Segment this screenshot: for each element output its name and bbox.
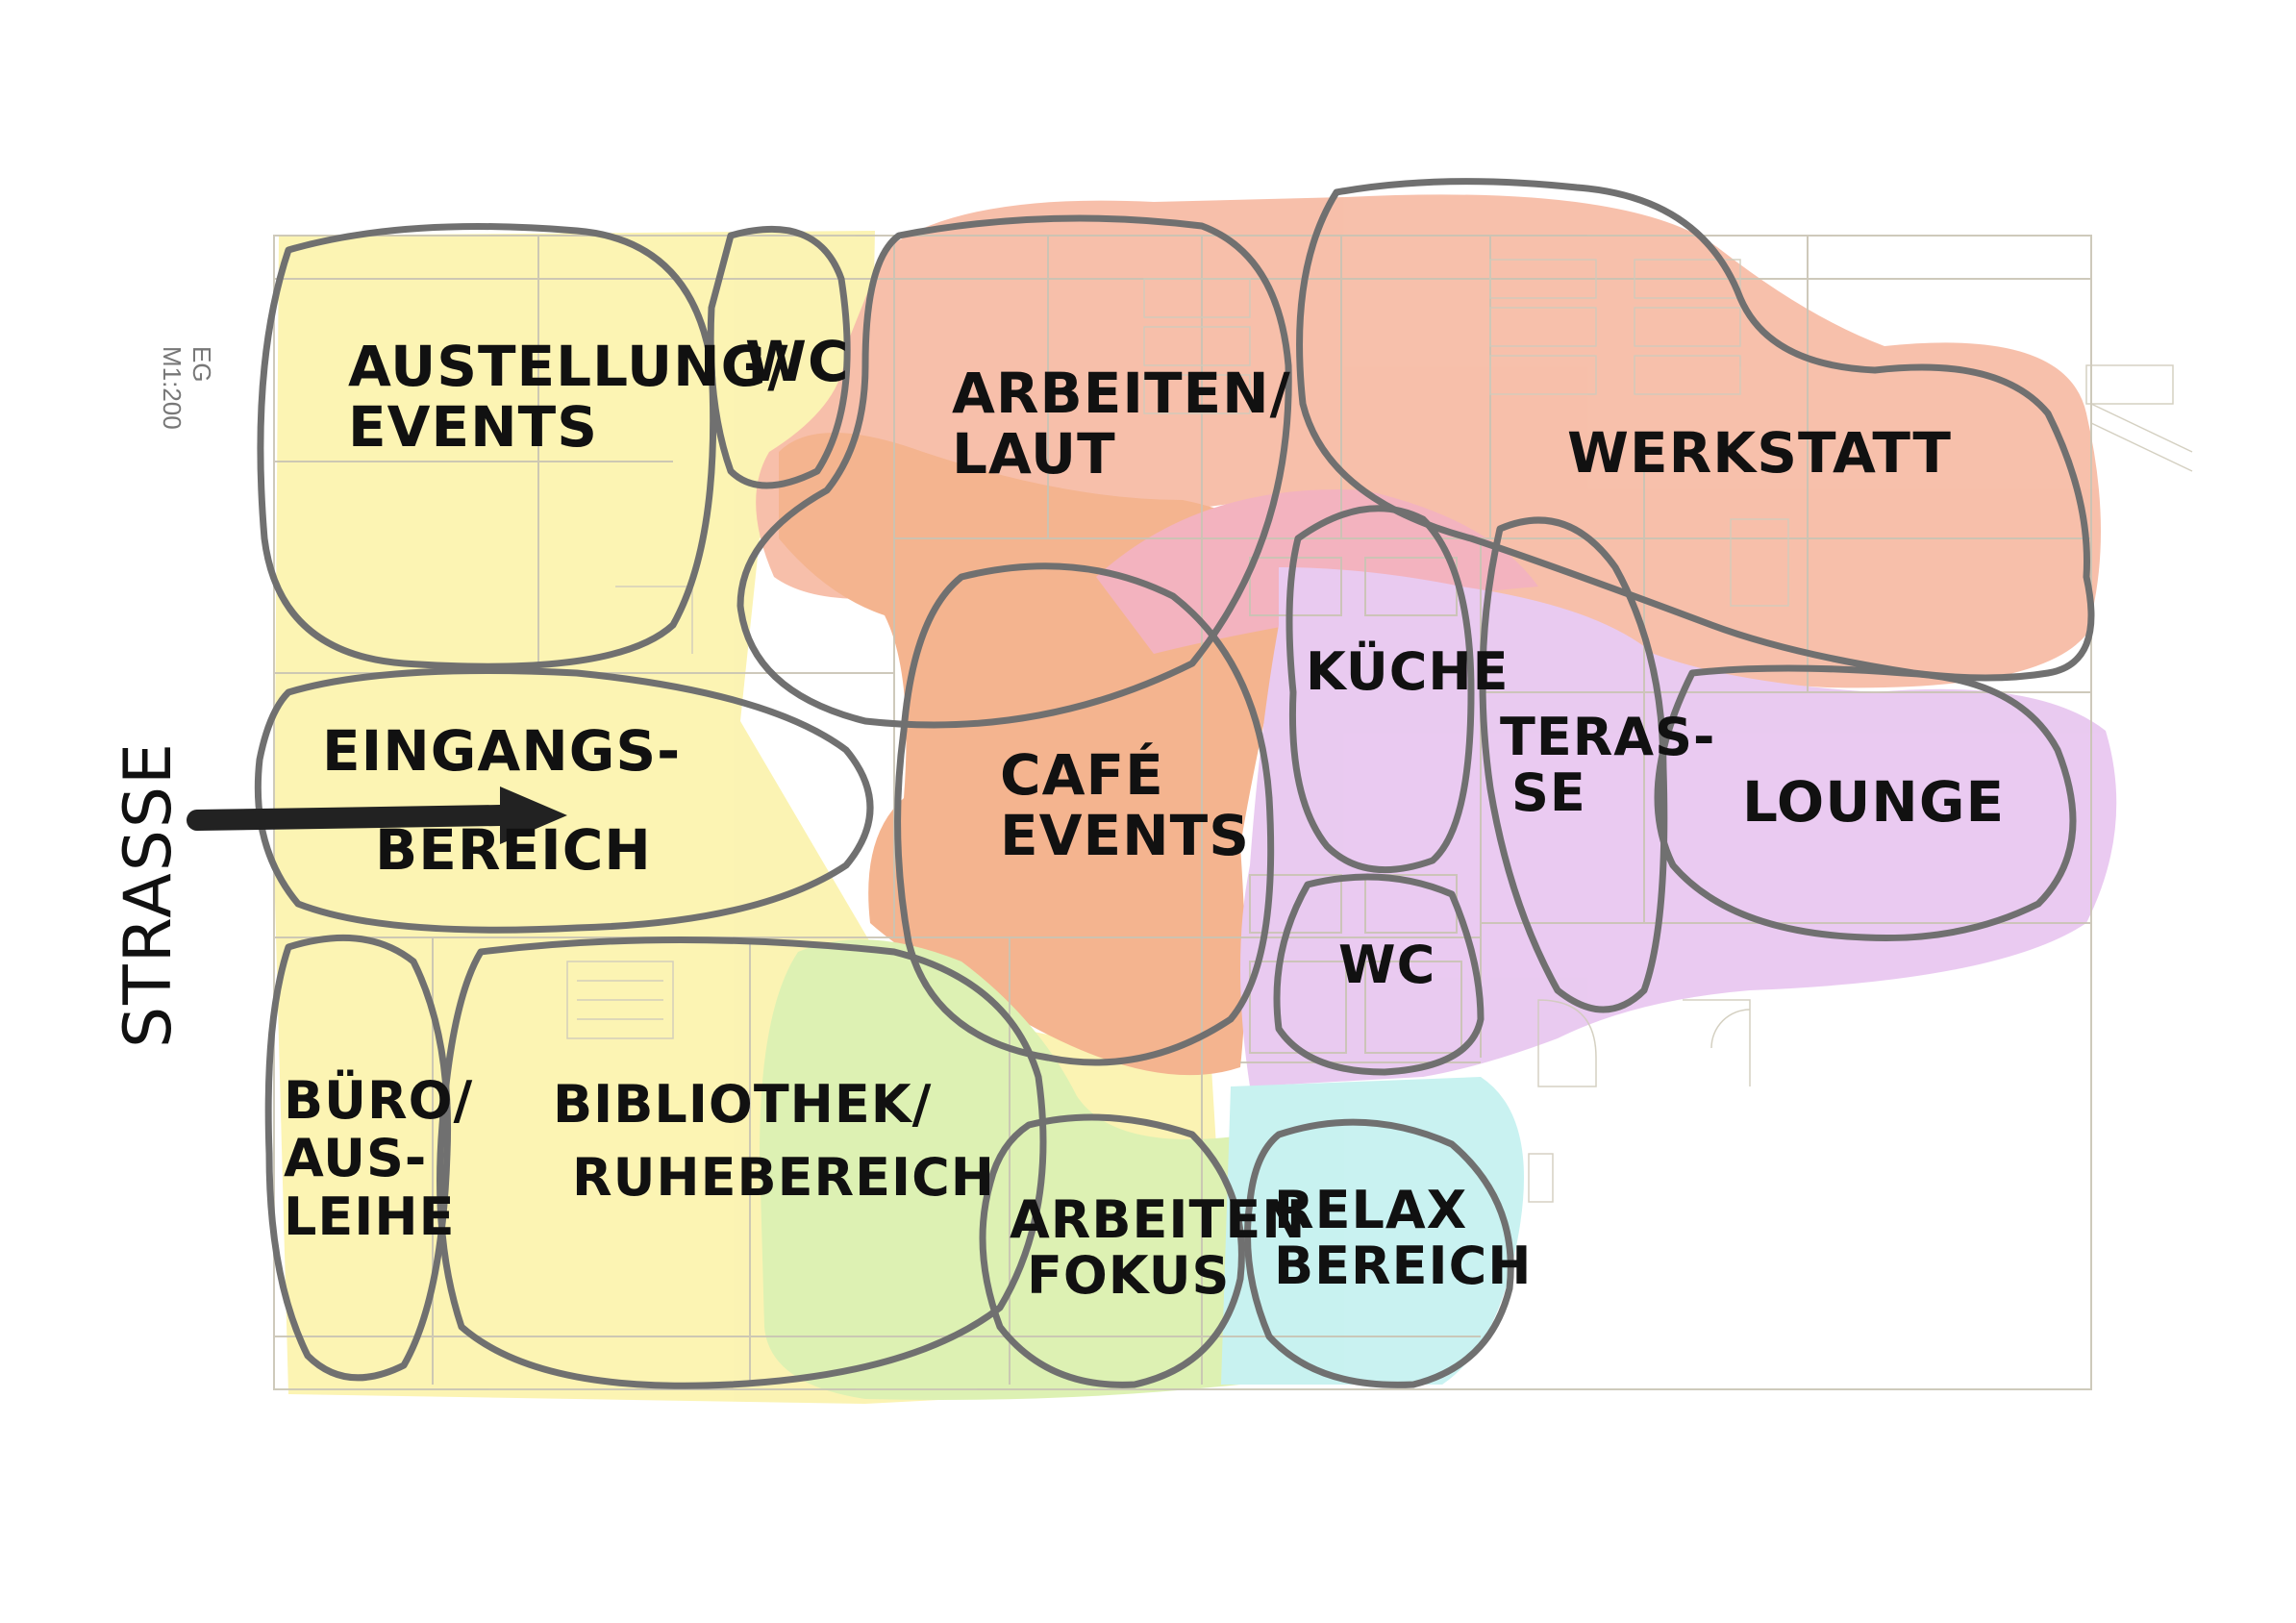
zone-label-line: LEIHE [284,1188,473,1246]
zone-label-kueche: KÜCHE [1306,644,1509,700]
zone-label-ausstellung: AUSTELLUNG/ EVENTS [348,337,788,457]
zone-label-bibliothek: BIBLIOTHEK/ RUHEBEREICH [553,1077,995,1207]
zone-label-eingang: EINGANGS- BEREICH [322,721,681,880]
zone-label-line: BEREICH [1274,1238,1532,1294]
zone-label-line: LOUNGE [1742,772,2005,833]
zone-label-buero: BÜRO/ AUS- LEIHE [284,1072,473,1246]
zone-label-line: EINGANGS- [322,721,681,782]
zone-label-terrasse: TERAS- SE [1500,710,1715,822]
zone-label-line: BÜRO/ [284,1072,473,1130]
zone-label-line: WC [745,332,850,392]
zone-label-line: BEREICH [322,820,681,881]
zone-label-relax: RELAX BEREICH [1274,1183,1532,1295]
zone-label-arbeiten-laut: ARBEITEN/ LAUT [952,363,1291,484]
zone-label-line: SE [1500,765,1715,821]
zone-label-line: WERKSTATT [1567,423,1952,484]
zone-label-line: LAUT [952,424,1291,485]
zone-label-line: RUHEBEREICH [553,1150,995,1206]
zone-label-line: CAFÉ [1000,745,1250,806]
zone-label-line: AUSTELLUNG/ [348,337,788,397]
zone-label-line: EVENTS [348,397,788,458]
zone-label-werkstatt: WERKSTATT [1567,423,1952,484]
zone-label-line: RELAX [1274,1183,1532,1238]
zone-label-arbeiten-fokus: ARBEITEN FOKUS [1010,1192,1306,1305]
zone-label-wc-top: WC [745,332,850,392]
zone-label-line: AUS- [284,1130,473,1187]
zone-label-line: FOKUS [1010,1248,1306,1304]
zone-label-line: ARBEITEN [1010,1192,1306,1248]
zone-label-line: EVENTS [1000,806,1250,866]
zone-label-line: KÜCHE [1306,644,1509,700]
zone-label-line: BIBLIOTHEK/ [553,1077,995,1133]
zone-label-lounge: LOUNGE [1742,772,2005,833]
zone-label-wc-mid: WC [1338,937,1435,993]
zone-label-cafe: CAFÉ EVENTS [1000,745,1250,865]
zone-label-line: TERAS- [1500,710,1715,765]
street-label: STRASSE [111,741,187,1048]
zone-label-line: ARBEITEN/ [952,363,1291,424]
zone-label-line: WC [1338,937,1435,993]
